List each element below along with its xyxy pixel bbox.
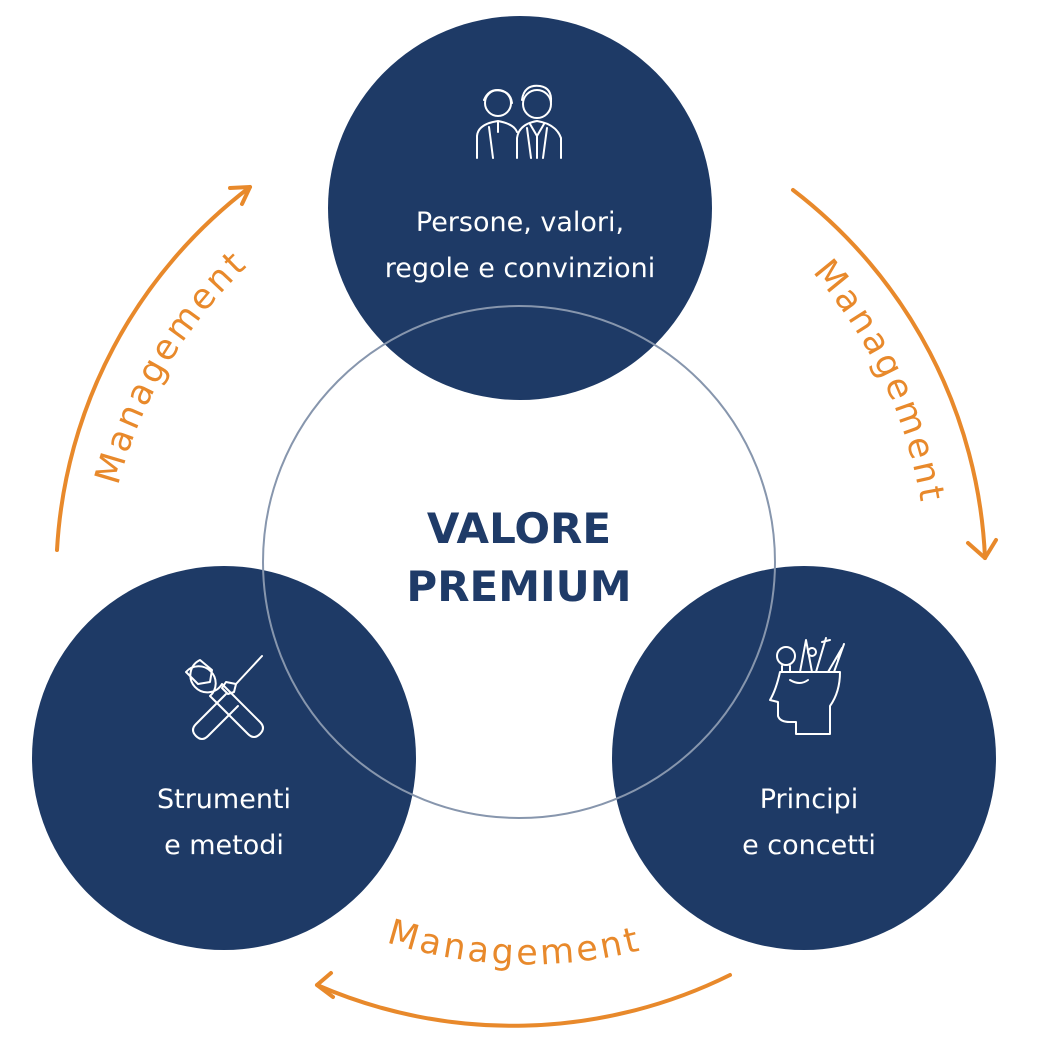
center-title: VALORE PREMIUM [369, 500, 669, 616]
node-top-line2: regole e convinzioni [384, 253, 656, 284]
management-label-left: Management [88, 242, 255, 488]
tools-icon [185, 655, 264, 740]
node-label-right: Principi e concetti [689, 777, 929, 869]
cycle-arrow-left [55, 185, 252, 552]
node-label-left: Strumenti e metodi [104, 777, 344, 869]
cycle-arrow-right [791, 188, 998, 560]
management-label-bottom: Management [383, 912, 645, 973]
node-left-line2: e metodi [164, 830, 284, 861]
cycle-arrow-bottom [315, 971, 732, 1028]
node-right-line2: e concetti [742, 830, 876, 861]
node-left-line1: Strumenti [156, 784, 292, 815]
head-ideas-icon [769, 637, 845, 735]
node-label-top: Persone, valori, regole e convinzioni [370, 200, 670, 292]
node-right-line1: Principi [759, 784, 859, 815]
node-top-line1: Persone, valori, [415, 207, 625, 238]
node-circle-top [328, 16, 712, 400]
center-title-line1: VALORE [426, 504, 612, 553]
center-ring [262, 305, 776, 819]
node-circle-right [612, 566, 996, 950]
node-circle-left [32, 566, 416, 950]
people-icon [476, 84, 562, 159]
center-title-line2: PREMIUM [406, 562, 632, 611]
management-label-right: Management [805, 252, 952, 506]
